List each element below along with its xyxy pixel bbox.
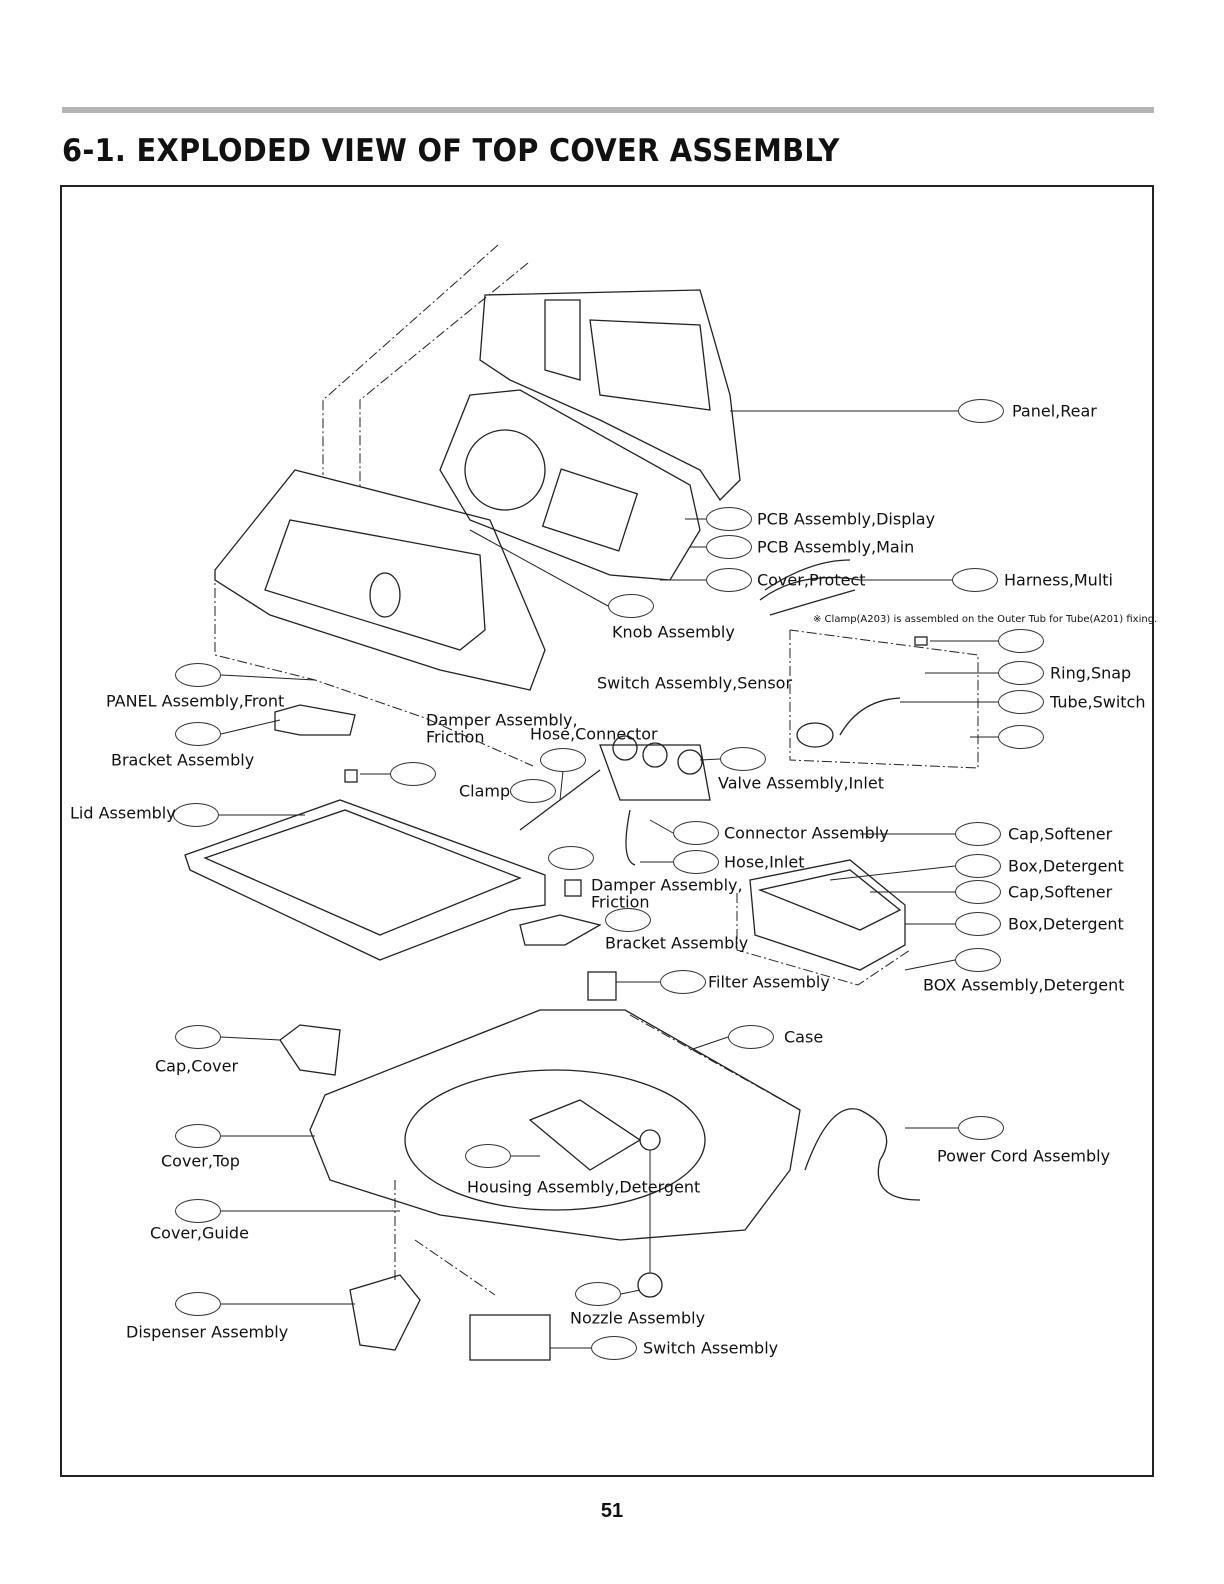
callout-bracket-1 bbox=[175, 722, 221, 746]
page-number: 51 bbox=[600, 1500, 624, 1522]
callout-hose-connector bbox=[540, 748, 586, 772]
label-box-detergent-2: Box,Detergent bbox=[1008, 914, 1124, 934]
label-box-detergent-1: Box,Detergent bbox=[1008, 856, 1124, 876]
valve-assembly-part bbox=[519, 735, 711, 866]
label-dispenser: Dispenser Assembly bbox=[126, 1322, 289, 1342]
label-damper-2b: Friction bbox=[591, 892, 650, 912]
bracket-part-2 bbox=[519, 914, 602, 946]
callout-case bbox=[728, 1025, 774, 1049]
label-hose-inlet: Hose,Inlet bbox=[724, 852, 805, 872]
callout-switch-sensor bbox=[998, 725, 1044, 749]
callout-hose-inlet bbox=[673, 850, 719, 874]
callout-pcb-main bbox=[706, 535, 752, 559]
label-lid: Lid Assembly bbox=[70, 803, 176, 823]
callout-dispenser bbox=[175, 1292, 221, 1316]
callout-knob bbox=[608, 594, 654, 618]
label-filter: Filter Assembly bbox=[708, 972, 830, 992]
label-cap-softener-2: Cap,Softener bbox=[1008, 882, 1113, 902]
label-pcb-display: PCB Assembly,Display bbox=[757, 509, 936, 529]
label-panel-front: PANEL Assembly,Front bbox=[106, 691, 285, 711]
label-harness-multi: Harness,Multi bbox=[1004, 570, 1113, 590]
label-switch-sensor: Switch Assembly,Sensor bbox=[597, 673, 793, 693]
callout-box-detergent-2 bbox=[955, 912, 1001, 936]
nozzle-part bbox=[637, 1272, 663, 1298]
label-tube-switch: Tube,Switch bbox=[1050, 692, 1146, 712]
panel-front-part bbox=[214, 469, 546, 691]
callout-filter bbox=[660, 970, 706, 994]
power-cord-part bbox=[804, 1108, 921, 1201]
switch-sensor-part bbox=[796, 636, 928, 748]
callout-panel-rear bbox=[958, 399, 1004, 423]
label-housing: Housing Assembly,Detergent bbox=[467, 1177, 701, 1197]
cap-cover-part bbox=[279, 1024, 341, 1076]
callout-cover-top bbox=[175, 1124, 221, 1148]
cover-top-part bbox=[309, 1009, 801, 1241]
box-detergent-part bbox=[749, 859, 906, 971]
label-panel-rear: Panel,Rear bbox=[1012, 401, 1097, 421]
damper-part bbox=[344, 769, 358, 783]
callout-cap-softener-2 bbox=[955, 880, 1001, 904]
callout-housing bbox=[465, 1144, 511, 1168]
label-connector: Connector Assembly bbox=[724, 823, 889, 843]
label-switch-assembly: Switch Assembly bbox=[643, 1338, 779, 1358]
page-title: 6-1. EXPLODED VIEW OF TOP COVER ASSEMBLY bbox=[62, 133, 840, 169]
label-bracket-2: Bracket Assembly bbox=[605, 933, 749, 953]
callout-bracket-2 bbox=[605, 908, 651, 932]
callout-box-detergent-1 bbox=[955, 854, 1001, 878]
label-hose-connector: Hose,Connector bbox=[530, 724, 658, 744]
callout-damper-1 bbox=[390, 762, 436, 786]
panel-rear-part bbox=[479, 289, 741, 502]
callout-lid bbox=[173, 803, 219, 827]
label-nozzle: Nozzle Assembly bbox=[570, 1308, 706, 1328]
label-knob: Knob Assembly bbox=[612, 622, 735, 642]
label-cover-protect: Cover,Protect bbox=[757, 570, 866, 590]
label-cover-guide: Cover,Guide bbox=[150, 1223, 249, 1243]
callout-pcb-display bbox=[706, 507, 752, 531]
label-pcb-main: PCB Assembly,Main bbox=[757, 537, 915, 557]
callout-clamp bbox=[510, 779, 556, 803]
callout-ring-snap bbox=[998, 661, 1044, 685]
callout-switch-assembly bbox=[591, 1336, 637, 1360]
label-damper-1a: Damper Assembly, bbox=[426, 710, 578, 730]
bracket-part bbox=[274, 704, 356, 736]
callout-panel-front bbox=[175, 663, 221, 687]
diagram-frame bbox=[60, 185, 1154, 1477]
callout-tube-switch bbox=[998, 690, 1044, 714]
lid-assembly-part bbox=[184, 799, 546, 961]
callout-harness-multi bbox=[952, 568, 998, 592]
switch-assembly-part bbox=[469, 1314, 551, 1361]
callout-cap-softener-1 bbox=[955, 822, 1001, 846]
dispenser-part bbox=[349, 1274, 421, 1351]
callout-box-assembly bbox=[955, 948, 1001, 972]
label-case: Case bbox=[784, 1027, 824, 1047]
label-clamp: Clamp bbox=[459, 781, 511, 801]
harness-part bbox=[759, 559, 861, 616]
header-rule bbox=[62, 107, 1154, 113]
callout-nozzle bbox=[575, 1282, 621, 1306]
callout-damper-2 bbox=[548, 846, 594, 870]
assembly-guide-lines bbox=[214, 244, 979, 1296]
label-cap-softener-1: Cap,Softener bbox=[1008, 824, 1113, 844]
filter-part bbox=[587, 971, 617, 1001]
callout-cover-guide bbox=[175, 1199, 221, 1223]
clamp-note: ※ Clamp(A203) is assembled on the Outer … bbox=[813, 614, 1158, 625]
label-damper-2a: Damper Assembly, bbox=[591, 875, 743, 895]
label-bracket-1: Bracket Assembly bbox=[111, 750, 255, 770]
callout-cover-protect bbox=[706, 568, 752, 592]
pcb-assembly-part bbox=[439, 389, 701, 581]
leader-lines bbox=[219, 410, 998, 1349]
label-valve-inlet: Valve Assembly,Inlet bbox=[718, 773, 884, 793]
label-ring-snap: Ring,Snap bbox=[1050, 663, 1132, 683]
callout-clamp-a203 bbox=[998, 629, 1044, 653]
damper-part-2 bbox=[564, 879, 582, 897]
label-cap-cover: Cap,Cover bbox=[155, 1056, 239, 1076]
callout-valve-inlet bbox=[720, 747, 766, 771]
callout-power-cord bbox=[958, 1116, 1004, 1140]
label-cover-top: Cover,Top bbox=[161, 1151, 240, 1171]
label-box-assembly: BOX Assembly,Detergent bbox=[923, 975, 1125, 995]
callout-connector bbox=[673, 821, 719, 845]
label-power-cord: Power Cord Assembly bbox=[937, 1146, 1111, 1166]
label-damper-1b: Friction bbox=[426, 727, 485, 747]
callout-cap-cover bbox=[175, 1025, 221, 1049]
